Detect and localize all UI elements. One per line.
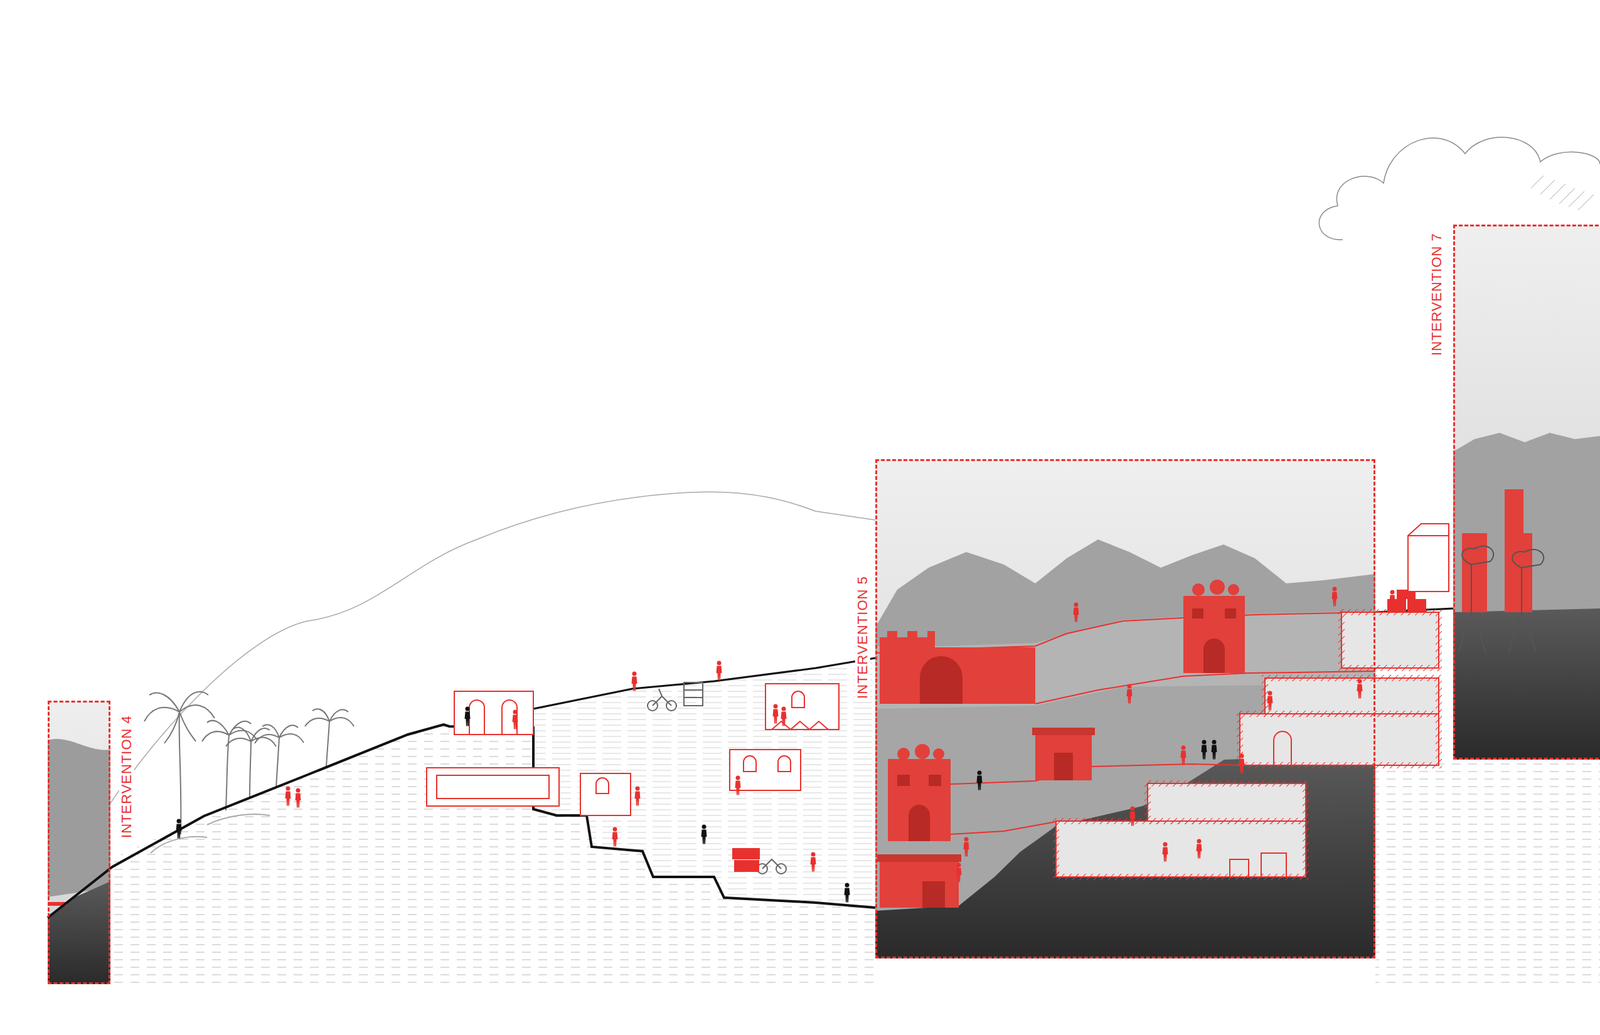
outline-buildings	[426, 683, 839, 816]
intervention-label: INTERVENTION 7	[1429, 230, 1445, 358]
mountain-outline	[102, 491, 876, 816]
hillside-sketch	[533, 658, 876, 908]
red-buildings	[877, 579, 1245, 908]
people-red	[285, 587, 1396, 883]
cloud-shading	[1530, 175, 1594, 211]
earth	[875, 754, 1376, 959]
ground-strata	[1375, 759, 1600, 985]
terrain-line	[47, 724, 876, 918]
earth	[47, 881, 111, 985]
underground-rooms	[1056, 612, 1439, 878]
rock	[47, 739, 111, 898]
earth	[1453, 608, 1600, 760]
mountains	[1453, 432, 1600, 613]
people-black	[176, 707, 1218, 903]
site-photo	[1453, 224, 1600, 760]
scooters	[647, 682, 787, 875]
rock-face	[875, 611, 1376, 959]
intervention-label: INTERVENTION 5	[855, 574, 871, 701]
trees	[1458, 546, 1544, 653]
site-photo	[47, 700, 111, 985]
intervention-frame: INTERVENTION 7	[1453, 224, 1600, 760]
intervention-frame: INTERVENTION 4	[47, 700, 111, 985]
intervention-frame: INTERVENTION 5	[875, 459, 1376, 959]
intervention-label: INTERVENTION 4	[119, 713, 135, 841]
palm-trees	[144, 692, 354, 854]
outline-buildings	[1408, 523, 1449, 592]
